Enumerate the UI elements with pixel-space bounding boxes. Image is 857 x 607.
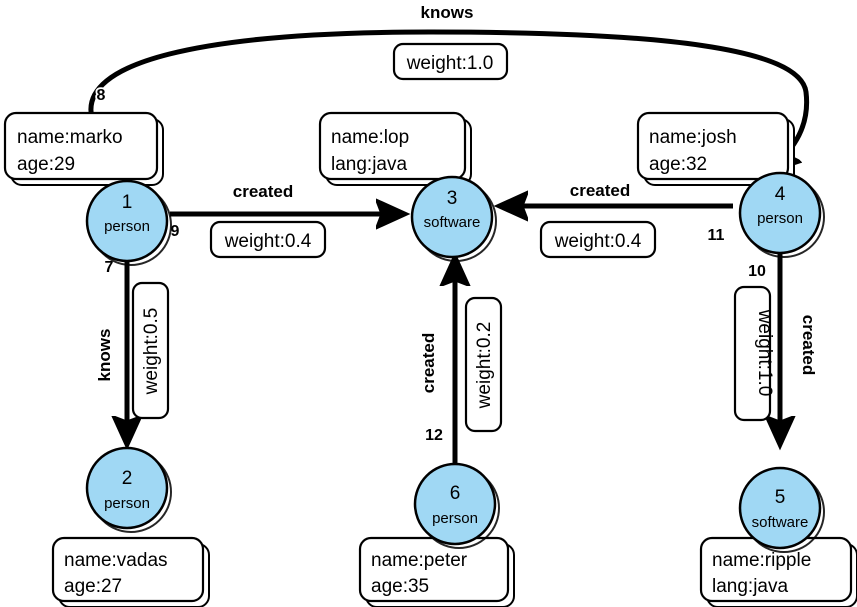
- node-3[interactable]: 3 software: [410, 175, 497, 262]
- edge-11-label: created: [570, 181, 630, 200]
- edge-8-weight-box[interactable]: weight:1.0: [392, 42, 509, 81]
- edge-11-created[interactable]: created 11: [500, 179, 733, 246]
- node-4-property-1: age:32: [649, 154, 707, 175]
- edge-8-weight-box-body: [392, 42, 509, 81]
- edge-10-weight-box-body: [733, 285, 772, 422]
- edge-10-created[interactable]: 10 created: [746, 252, 820, 444]
- edge-12-weight-box-body: [464, 296, 503, 433]
- edge-10-id: 10: [748, 263, 766, 280]
- edge-7-knows[interactable]: 7 knows: [93, 252, 127, 444]
- node-1-property-box[interactable]: name:marko age:29: [3, 111, 164, 186]
- node-4-label: person: [757, 210, 803, 227]
- edge-9-weight-box-body: [209, 220, 327, 259]
- edge-12-created[interactable]: 12 created: [417, 258, 455, 466]
- edge-7-id: 7: [105, 259, 114, 276]
- node-6-label: person: [432, 510, 478, 527]
- node-1-property-box-body: [3, 111, 159, 181]
- node-6-id: 6: [450, 483, 461, 504]
- node-5-property-1: lang:java: [712, 576, 788, 597]
- edge-7-weight-box-body: [131, 281, 170, 420]
- edge-8-path: [88, 29, 810, 170]
- node-4[interactable]: 4 person: [738, 171, 825, 258]
- edge-11-weight-box-body: [539, 220, 657, 259]
- node-6[interactable]: 6 person: [413, 462, 500, 549]
- node-3-id: 3: [447, 188, 458, 209]
- edge-8-label: knows: [421, 3, 474, 22]
- node-6-property-0: name:peter: [371, 550, 468, 571]
- edge-10-label: created: [799, 315, 818, 375]
- node-6-property-1: age:35: [371, 576, 429, 597]
- node-2-property-0: name:vadas: [64, 550, 168, 571]
- node-3-property-0: name:lop: [331, 127, 409, 148]
- node-1-label: person: [104, 218, 150, 235]
- node-6-circle: [413, 462, 497, 546]
- node-5-circle: [738, 466, 822, 550]
- node-1-property-1: age:29: [17, 154, 75, 175]
- node-3-property-box[interactable]: name:lop lang:java: [318, 111, 472, 186]
- edge-8-knows[interactable]: knows 8: [88, 1, 810, 170]
- node-2-circle: [85, 446, 169, 530]
- node-5-property-0: name:ripple: [712, 550, 811, 571]
- node-3-circle: [410, 175, 494, 259]
- edge-8-weight: weight:1.0: [406, 53, 494, 74]
- edge-10-weight: weight:1.0: [754, 309, 775, 397]
- node-2-id: 2: [122, 468, 133, 489]
- node-6-property-box[interactable]: name:peter age:35: [358, 536, 515, 607]
- node-1-circle: [85, 179, 169, 263]
- edge-10-weight-box[interactable]: weight:1.0: [733, 285, 775, 422]
- node-1[interactable]: 1 person: [85, 179, 172, 266]
- node-5-label: software: [752, 514, 809, 531]
- node-2[interactable]: 2 person: [85, 446, 172, 533]
- node-3-property-box-body: [318, 111, 467, 181]
- node-5-id: 5: [775, 487, 786, 508]
- edge-11-weight: weight:0.4: [554, 231, 642, 252]
- edge-9-weight-box[interactable]: weight:0.4: [209, 220, 327, 259]
- edge-7-weight: weight:0.5: [141, 308, 162, 396]
- edge-9-created[interactable]: created 9: [169, 180, 404, 242]
- node-4-property-box-body: [636, 111, 790, 181]
- node-3-label: software: [424, 214, 481, 231]
- node-2-property-box[interactable]: name:vadas age:27: [51, 536, 210, 607]
- node-3-property-1: lang:java: [331, 154, 407, 175]
- node-2-property-box-body: [51, 536, 205, 603]
- edge-12-weight-box[interactable]: weight:0.2: [464, 296, 503, 433]
- node-4-circle: [738, 171, 822, 255]
- node-5-property-box[interactable]: name:ripple lang:java: [699, 536, 857, 607]
- node-4-id: 4: [775, 184, 786, 205]
- edge-12-label: created: [419, 333, 438, 393]
- node-5[interactable]: 5 software: [738, 466, 825, 553]
- node-2-property-1: age:27: [64, 576, 122, 597]
- edge-9-weight: weight:0.4: [224, 231, 312, 252]
- edge-12-id: 12: [425, 427, 443, 444]
- node-2-label: person: [104, 495, 150, 512]
- edge-11-weight-box[interactable]: weight:0.4: [539, 220, 657, 259]
- node-1-id: 1: [122, 192, 133, 213]
- edge-12-weight: weight:0.2: [474, 322, 495, 410]
- edge-7-weight-box[interactable]: weight:0.5: [131, 281, 170, 420]
- edge-8-id: 8: [97, 87, 106, 104]
- edge-7-label: knows: [95, 329, 114, 382]
- node-1-property-0: name:marko: [17, 127, 123, 148]
- edge-9-label: created: [233, 182, 293, 201]
- node-4-property-box[interactable]: name:josh age:32: [636, 111, 795, 186]
- edge-11-id: 11: [708, 227, 725, 244]
- node-4-property-0: name:josh: [649, 127, 737, 148]
